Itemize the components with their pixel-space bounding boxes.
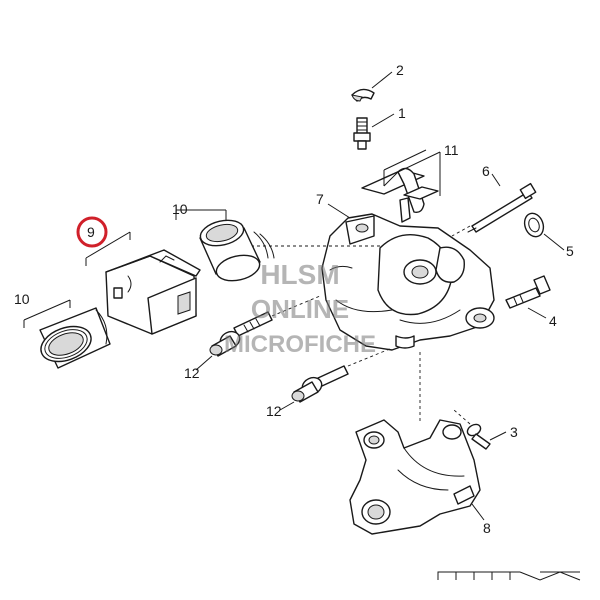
part-4-bolt[interactable] (505, 275, 551, 309)
part-12-bolt-upper[interactable] (209, 311, 273, 357)
part-6-pin[interactable] (467, 182, 537, 233)
axis-line-pin3 (453, 409, 471, 425)
axis-line-bolt-lower (347, 347, 393, 367)
harley-davidson-wordmark-icon (437, 571, 581, 581)
callout-3[interactable]: 3 (510, 424, 518, 440)
bracket-10a-ticks (175, 210, 227, 220)
watermark: HLSM ONLINE MICROFICHE (224, 259, 376, 358)
leader-4 (527, 307, 547, 319)
callout-11[interactable]: 11 (444, 142, 459, 158)
part-3-pin[interactable] (465, 422, 491, 450)
leader-12a (195, 355, 213, 371)
leader-12b (279, 401, 295, 411)
callout-7[interactable]: 7 (316, 191, 324, 207)
callout-4[interactable]: 4 (549, 313, 557, 329)
axis-line-bolt-upper (271, 295, 321, 317)
part-8-mounting-bracket[interactable] (349, 419, 481, 535)
part-12-bolt-lower[interactable] (291, 365, 349, 403)
leader-2 (371, 71, 393, 89)
callout-2[interactable]: 2 (396, 62, 404, 78)
callout-12b[interactable]: 12 (266, 403, 282, 419)
part-9-brake-pads[interactable] (105, 249, 201, 335)
bracket-9 (85, 231, 131, 259)
part-10-piston-upper[interactable] (198, 216, 275, 284)
part-2-bleeder-cap[interactable] (351, 88, 375, 102)
leader-3 (489, 431, 507, 441)
watermark-line1: HLSM (260, 259, 339, 290)
callout-10a[interactable]: 10 (172, 201, 188, 217)
watermark-line2: ONLINE (251, 294, 349, 324)
callout-12a[interactable]: 12 (184, 365, 200, 381)
callout-8[interactable]: 8 (483, 520, 491, 536)
leader-7 (327, 203, 351, 219)
bracket-11b (383, 149, 427, 186)
axis-line-pin (451, 225, 471, 237)
highlight-circle-9 (76, 216, 108, 248)
part-7-caliper-body[interactable] (321, 213, 495, 351)
bracket-10b (23, 299, 71, 321)
part-5-o-ring[interactable] (521, 211, 546, 240)
leader-8 (471, 503, 485, 521)
watermark-line3: MICROFICHE (224, 331, 376, 358)
leader-11 (383, 151, 441, 187)
callout-1[interactable]: 1 (398, 105, 406, 121)
leader-1 (371, 113, 395, 128)
bracket-9-ticks (85, 232, 131, 266)
part-1-bleeder-screw[interactable] (353, 117, 371, 150)
part-11-pad-spring[interactable] (361, 167, 439, 223)
bracket-10b-ticks (23, 300, 71, 328)
callout-9[interactable]: 9 (87, 224, 95, 240)
part-10-piston-lower[interactable] (36, 307, 111, 369)
leader-6 (491, 173, 501, 187)
callout-6[interactable]: 6 (482, 163, 490, 179)
leader-5 (543, 233, 565, 251)
callout-10b[interactable]: 10 (14, 291, 30, 307)
callout-5[interactable]: 5 (566, 243, 574, 259)
